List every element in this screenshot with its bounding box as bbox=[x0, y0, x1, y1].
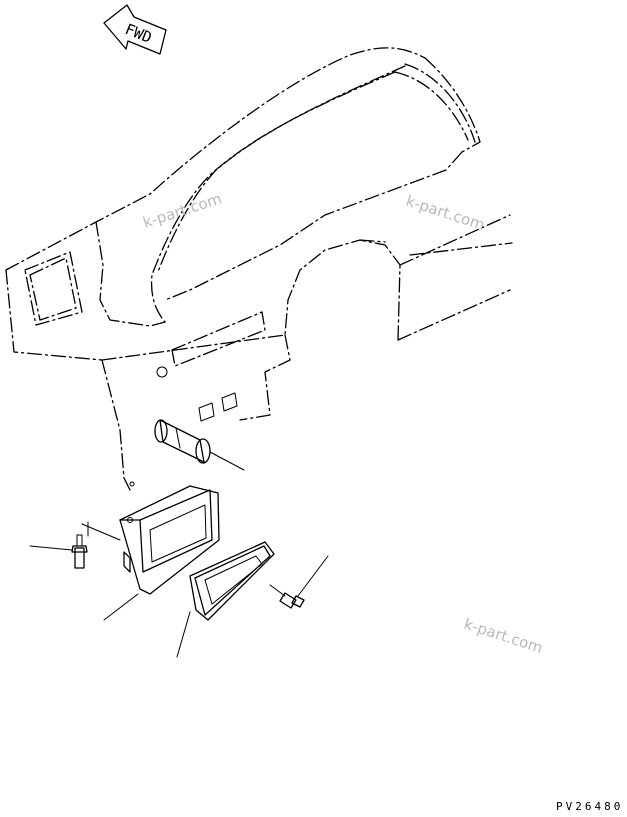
watermark-1: k-part.com bbox=[141, 189, 224, 231]
leader-lines bbox=[87, 521, 191, 658]
drawing-code: PV26480 bbox=[556, 800, 624, 813]
bracket-box bbox=[119, 481, 220, 595]
watermark-2: k-part.com bbox=[404, 192, 487, 234]
dashboard-outline bbox=[5, 47, 513, 491]
bezel-panel bbox=[189, 541, 275, 621]
cigarette-lighter-icon bbox=[154, 419, 245, 471]
screw-icon bbox=[269, 555, 329, 609]
bolt-icon bbox=[29, 523, 121, 569]
fwd-arrow-icon: FWD bbox=[103, 4, 167, 55]
watermark-3: k-part.com bbox=[462, 615, 545, 657]
